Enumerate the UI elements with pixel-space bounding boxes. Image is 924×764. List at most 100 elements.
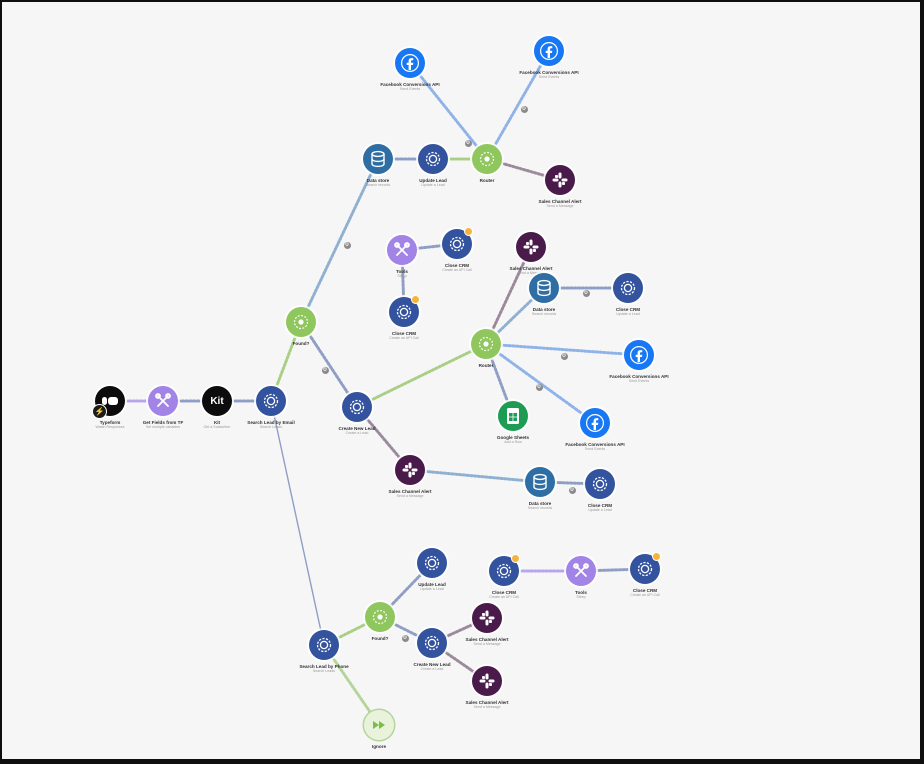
tools-icon [572, 562, 590, 580]
module-title: Router [478, 363, 494, 368]
module-slack4[interactable] [472, 603, 508, 633]
module-subtitle: Send a Message [546, 204, 574, 208]
module-fbTop1[interactable] [395, 48, 431, 78]
module-label: Ignore [324, 744, 434, 749]
close-crm-icon [448, 235, 466, 253]
module-fbTop2[interactable] [534, 36, 570, 66]
connection-line-router1-createLead1[interactable] [299, 320, 359, 409]
trigger-bolt-icon[interactable]: ⚡ [92, 404, 107, 419]
filter-settings-icon[interactable]: ⚙ [560, 352, 568, 360]
filter-settings-icon[interactable]: ⚙ [582, 289, 590, 297]
module-subtitle: Update a Lead [421, 183, 445, 187]
module-typeform[interactable]: ⚡ [92, 386, 131, 419]
module-router4[interactable] [365, 602, 401, 632]
module-title: Update Lead [418, 582, 446, 587]
module-slack3[interactable] [395, 455, 431, 485]
module-close4[interactable] [613, 273, 649, 303]
module-datastore3[interactable] [525, 467, 561, 497]
module-close3[interactable] [389, 295, 425, 327]
slack-icon [478, 672, 496, 690]
module-gsheets[interactable] [498, 401, 534, 431]
module-updateLead1[interactable] [418, 144, 454, 174]
module-subtitle: Create an API Call [442, 268, 472, 272]
datastore-icon [370, 150, 386, 168]
module-datastore2[interactable] [529, 273, 565, 303]
google-sheets-icon [506, 407, 520, 425]
module-title: Found? [292, 341, 310, 346]
connection-line-router3-fb3[interactable] [484, 342, 641, 357]
connection-line-router1-datastore1[interactable] [299, 157, 380, 324]
module-router2[interactable] [472, 144, 508, 174]
facebook-icon [400, 53, 420, 73]
connection-line-searchEmail-searchPhone[interactable] [270, 400, 325, 646]
module-getfields[interactable] [148, 386, 184, 416]
connection-line-router3-slack2[interactable] [484, 245, 533, 346]
module-label: Found? [325, 636, 435, 641]
module-title: Close CRM [444, 263, 470, 268]
module-subtitle: Search records [531, 312, 557, 316]
module-slack5[interactable] [472, 666, 508, 696]
module-close7[interactable] [630, 552, 666, 584]
connection-line-router2-fbTop1[interactable] [408, 61, 489, 161]
filter-settings-icon[interactable]: ⚙ [343, 241, 351, 249]
module-title: Sales Channel Alert [538, 199, 582, 204]
module-fb4[interactable] [580, 408, 616, 438]
filter-settings-icon[interactable]: ⚙ [568, 486, 576, 494]
close-crm-icon [495, 562, 513, 580]
facebook-icon [585, 413, 605, 433]
module-title: Router [479, 178, 495, 183]
filter-settings-icon[interactable]: ⚙ [520, 105, 528, 113]
module-label: Router [432, 178, 542, 183]
module-kit[interactable]: Kit [202, 386, 238, 416]
connection-line-router2-fbTop2[interactable] [485, 49, 551, 161]
warning-badge [464, 227, 473, 236]
module-title: Update Lead [419, 178, 447, 183]
module-subtitle: Send a Message [396, 494, 424, 498]
close-crm-icon [423, 634, 441, 652]
module-title: Facebook Conversions API [565, 442, 625, 447]
slack-icon [522, 238, 540, 256]
module-title: Data store [528, 501, 552, 506]
filter-settings-icon[interactable]: ⚙ [464, 139, 472, 147]
module-fb3[interactable] [624, 340, 660, 370]
connection-line-slack3-datastore3[interactable] [408, 468, 542, 484]
module-subtitle: Update a Lead [616, 312, 640, 316]
module-ignore[interactable] [364, 710, 400, 740]
filter-settings-icon[interactable]: ⚙ [535, 383, 543, 391]
module-title: Google Sheets [496, 435, 530, 440]
filter-settings-icon[interactable]: ⚙ [321, 366, 329, 374]
close-crm-icon [395, 303, 413, 321]
module-datastore1[interactable] [363, 144, 399, 174]
module-close5[interactable] [585, 469, 621, 499]
connection-line-createLead1-router3[interactable] [355, 342, 488, 409]
close-crm-icon [424, 150, 442, 168]
module-searchPhone[interactable] [309, 630, 345, 660]
module-slack1[interactable] [545, 165, 581, 195]
datastore-icon [536, 279, 552, 297]
module-close6[interactable] [489, 554, 525, 586]
module-router1[interactable] [286, 307, 322, 337]
module-close2[interactable] [442, 227, 478, 259]
module-subtitle: Send a Message [517, 271, 545, 275]
module-router3[interactable] [471, 329, 507, 359]
module-createLead1[interactable] [342, 392, 378, 422]
module-subtitle: Search records [527, 506, 553, 510]
module-searchEmail[interactable] [256, 386, 292, 416]
module-slack2[interactable] [516, 232, 552, 262]
module-tools3[interactable] [566, 556, 602, 586]
module-subtitle: Create a Lead [420, 667, 444, 671]
module-updateLead2[interactable] [417, 548, 453, 578]
module-title: Search Lead by Email [247, 420, 295, 425]
filter-settings-icon[interactable]: ⚙ [401, 634, 409, 642]
module-tools2[interactable] [387, 235, 423, 265]
